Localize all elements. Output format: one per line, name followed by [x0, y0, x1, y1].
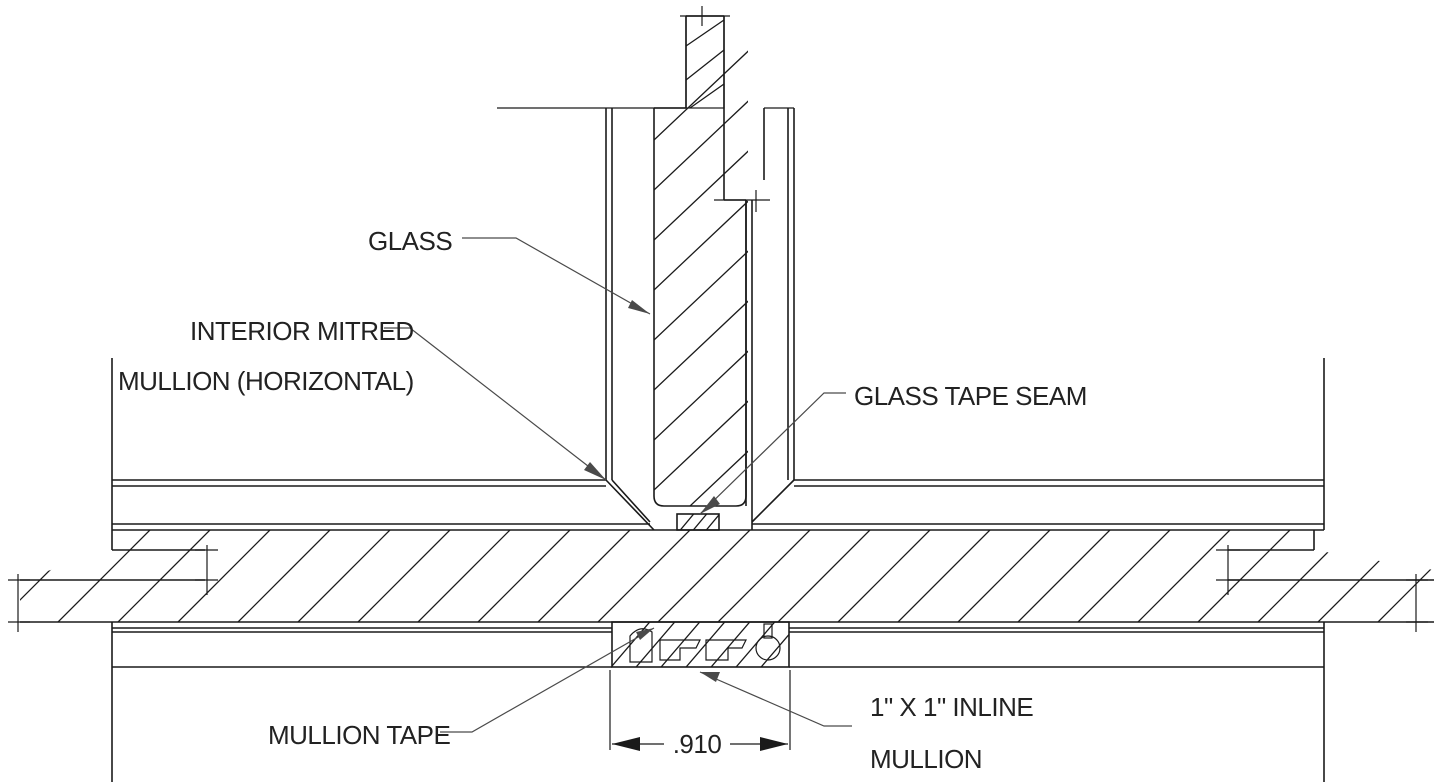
inline-mullion-label-line1: 1" X 1" INLINE: [870, 692, 1033, 722]
glass-tape-seam-label: GLASS TAPE SEAM: [854, 381, 1087, 411]
mullion-tape-label: MULLION TAPE: [268, 720, 450, 750]
inline-mullion: [611, 621, 790, 668]
dimension-label: .910: [673, 729, 722, 759]
interior-mitred-label-line1: INTERIOR MITRED: [190, 316, 414, 346]
glass-pane: [653, 6, 770, 507]
width-dimension: .910: [609, 670, 791, 759]
horizontal-mullion-upper: [111, 358, 1325, 530]
leaders: [384, 237, 852, 733]
horizontal-mullion-lower: [111, 622, 1325, 782]
callout-labels: GLASS INTERIOR MITRED MULLION (HORIZONTA…: [118, 226, 1087, 774]
hatched-plate: [8, 529, 1434, 632]
vertical-mullion-profile: [497, 107, 795, 531]
interior-mitred-label-line2: MULLION (HORIZONTAL): [118, 366, 414, 396]
inline-mullion-label-line2: MULLION: [870, 744, 982, 774]
glass-label: GLASS: [368, 226, 452, 256]
